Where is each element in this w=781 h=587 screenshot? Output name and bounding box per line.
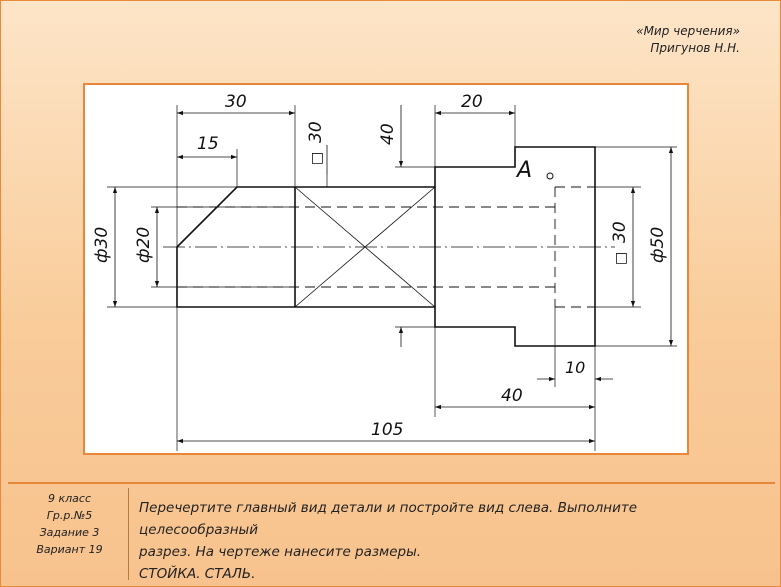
square-symbol-top: □	[309, 152, 325, 165]
hidden-lines	[177, 186, 595, 308]
dim-10-text: 10	[565, 358, 585, 377]
author-title: «Мир черчения»	[636, 24, 740, 38]
task-line-2: разрез. На чертеже нанесите размеры.	[139, 544, 422, 560]
dim-sq30-top-text: 30	[306, 121, 326, 143]
dim-15-text: 15	[197, 134, 219, 154]
dim-40-vert-text: 40	[378, 123, 398, 145]
author-name: Пригунов Н.Н.	[650, 41, 740, 55]
footer-divider	[8, 482, 775, 484]
dim-sq30-right-text: 30	[610, 221, 630, 243]
square-symbol-right: □	[613, 252, 629, 265]
task-line-1: Перечертите главный вид детали и построй…	[139, 500, 638, 538]
task-line-3: СТОЙКА. СТАЛЬ.	[139, 566, 256, 582]
dim-phi50-text: ф50	[648, 227, 668, 263]
task-number-label: Задание 3	[39, 526, 100, 539]
section-point	[546, 172, 554, 180]
dim-105-text: 105	[371, 420, 403, 440]
group-label: Гр.р.№5	[46, 509, 93, 522]
grade-label: 9 класс	[47, 492, 91, 505]
dimension-lines	[112, 105, 674, 444]
variant-label: Вариант 19	[36, 543, 103, 556]
section-label: А	[515, 158, 532, 183]
technical-drawing: 30 15 20 40 30 □ ф30 ф20 30 □ ф50 10 40 …	[92, 92, 677, 451]
dim-20-text: 20	[461, 92, 483, 112]
author-block: «Мир черчения» Пригунов Н.Н.	[636, 23, 740, 57]
dim-30-text: 30	[225, 92, 247, 112]
footer-info: 9 класс Гр.р.№5 Задание 3 Вариант 19	[11, 488, 129, 580]
dim-phi30-text: ф30	[92, 227, 112, 263]
drawing-panel: 30 15 20 40 30 □ ф30 ф20 30 □ ф50 10 40 …	[83, 83, 689, 455]
part-outline	[176, 146, 596, 347]
task-text: Перечертите главный вид детали и построй…	[139, 497, 759, 585]
dim-40-bottom-text: 40	[501, 386, 523, 406]
dim-phi20-text: ф20	[134, 227, 154, 263]
